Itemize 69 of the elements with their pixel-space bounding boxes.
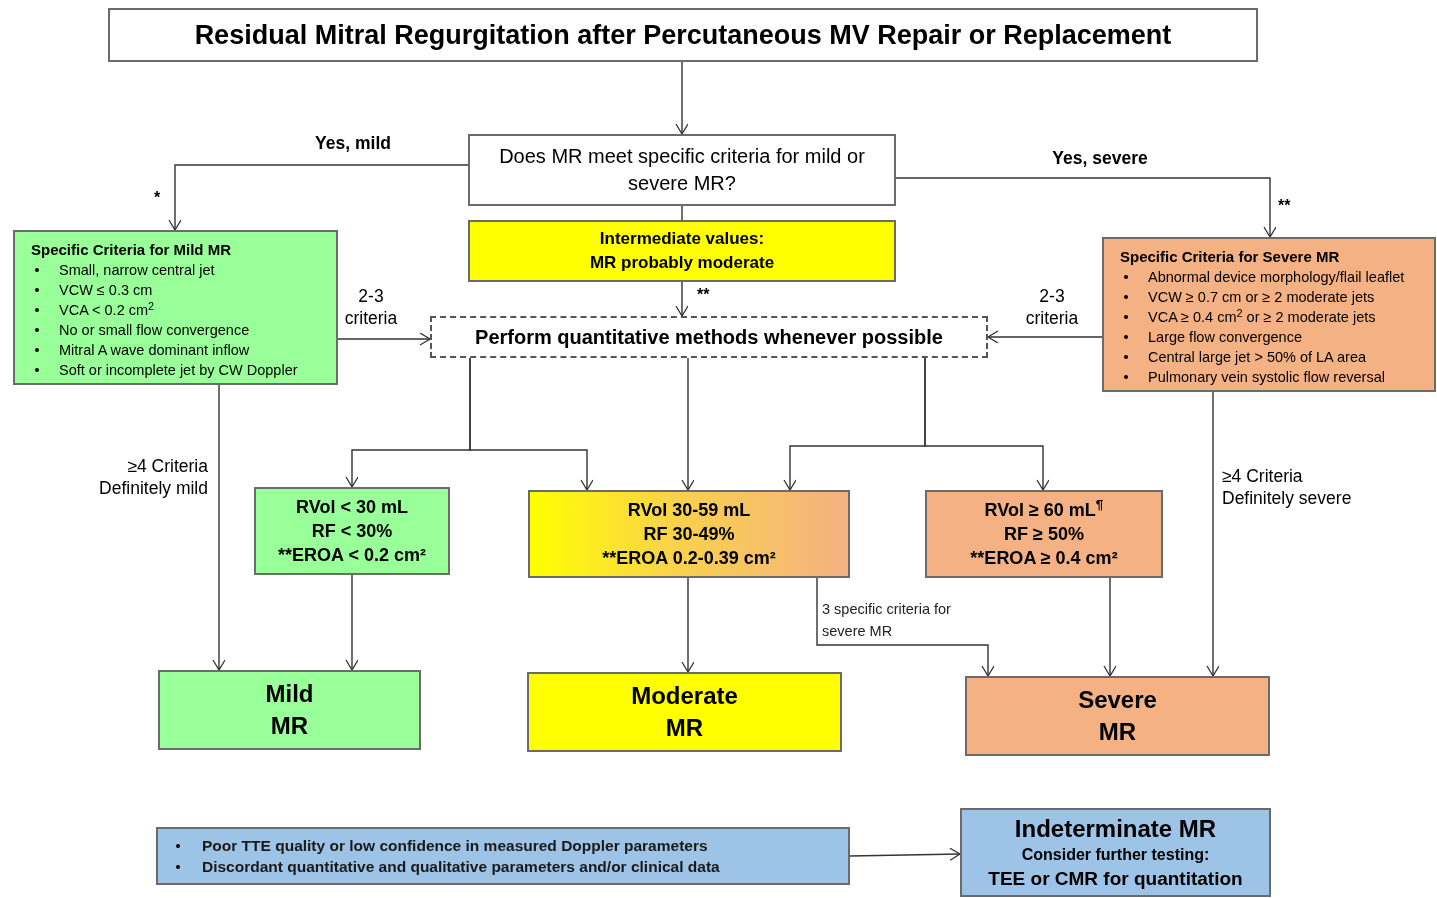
criteria-item: VCA ≥ 0.4 cm$^{2}$ or ≥ 2 moderate jets — [1148, 307, 1376, 327]
criteria-item: Abnormal device morphology/flail leaflet — [1148, 268, 1405, 287]
arrow — [345, 574, 359, 671]
result-text: Mild MR — [265, 679, 314, 741]
arrow — [212, 384, 226, 671]
arrow — [681, 577, 695, 673]
result-text: RVol ≥ 60 mL$^{¶}$ — [984, 498, 1104, 522]
process-box — [960, 808, 1271, 897]
criteria-item: VCW ≤ 0.3 cm — [59, 281, 153, 300]
arrow — [1103, 577, 1117, 677]
question-text: Does MR meet specific criteria for mild or severe MR? — [498, 144, 866, 196]
arrow — [816, 577, 995, 677]
arrow — [675, 281, 689, 317]
result-text: **EROA ≥ 0.4 cm² — [970, 547, 1118, 570]
title-box — [108, 8, 1258, 62]
footnote-mark: * — [154, 188, 161, 208]
box-text: MR probably moderate — [589, 252, 775, 274]
result-text: RF 30-49% — [643, 523, 735, 546]
criteria-item: Large flow convergence — [1148, 328, 1302, 347]
result-text: RF < 30% — [311, 520, 393, 543]
criteria-item: VCA < 0.2 cm$^{2}$ — [59, 300, 155, 320]
result-text: Moderate MR — [631, 681, 738, 743]
dashed-process-box — [430, 316, 988, 358]
box-heading: Specific Criteria for Mild MR — [31, 240, 232, 260]
process-box — [527, 672, 842, 752]
arrow — [681, 357, 695, 491]
criteria-item: No or small flow convergence — [59, 321, 250, 340]
criteria-item: Soft or incomplete jet by CW Doppler — [59, 361, 298, 380]
bullet-item: Poor TTE quality or low confidence in measured Doppler parameters — [202, 836, 708, 856]
box-heading: Indeterminate MR — [1014, 813, 1217, 844]
process-box — [254, 487, 450, 575]
box-text: Consider further testing: — [1021, 844, 1210, 865]
criteria-item: Small, narrow central jet — [59, 261, 215, 280]
result-text: RVol < 30 mL — [296, 496, 408, 519]
result-text: RVol 30-59 mL — [627, 499, 751, 522]
result-text: **EROA < 0.2 cm² — [278, 544, 426, 567]
criteria-item: Pulmonary vein systolic flow reversal — [1148, 368, 1385, 387]
result-text: Severe MR — [1078, 685, 1157, 747]
arrow — [849, 847, 961, 861]
box-text: Perform quantitative methods whenever possible — [475, 325, 943, 350]
criteria-item: Central large jet > 50% of LA area — [1148, 348, 1367, 367]
title-text: Residual Mitral Regurgitation after Percutaneous MV Repair or Replacement — [194, 18, 1172, 52]
box-heading: Specific Criteria for Severe MR — [1120, 247, 1340, 267]
arrow — [337, 332, 431, 346]
criteria-item: Mitral A wave dominant inflow — [59, 341, 250, 360]
process-box — [528, 490, 850, 578]
process-box — [965, 676, 1270, 756]
process-box — [468, 134, 896, 206]
arrow — [895, 177, 1277, 238]
criteria-item: VCW ≥ 0.7 cm or ≥ 2 moderate jets — [1148, 288, 1375, 307]
box-text: Intermediate values: — [599, 228, 765, 250]
arrow — [1206, 391, 1220, 677]
arrow — [469, 357, 594, 491]
process-box — [1102, 237, 1436, 392]
arrow — [168, 164, 469, 231]
arrow — [924, 357, 1050, 491]
process-box — [158, 670, 421, 750]
bullet-item: Discordant quantitative and qualitative parameters and/or clinical data — [202, 857, 720, 877]
process-box — [13, 230, 338, 385]
result-text: RF ≥ 50% — [1004, 523, 1084, 546]
footnote-mark: ** — [1278, 196, 1291, 216]
result-text: **EROA 0.2-0.39 cm² — [602, 547, 776, 570]
box-text: TEE or CMR for quantitation — [988, 866, 1243, 891]
footnote-mark: ** — [697, 285, 710, 305]
arrow — [987, 330, 1103, 344]
arrow — [675, 61, 689, 135]
process-box — [156, 827, 850, 885]
process-box — [468, 220, 896, 282]
process-box — [925, 490, 1163, 578]
